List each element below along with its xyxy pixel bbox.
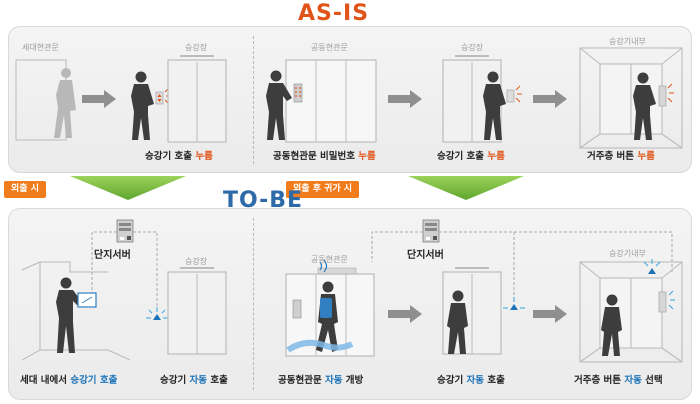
person-dark-icon xyxy=(601,294,622,356)
caption-tobe-2: 승강기 자동 호출 xyxy=(160,375,228,386)
person-dark-icon xyxy=(633,72,656,140)
floor-panel-icon xyxy=(658,85,667,107)
arrow-right-icon xyxy=(82,90,116,108)
motion-path-icon xyxy=(286,339,354,353)
tobe-title: TO-BE xyxy=(223,188,304,213)
tag-return: 외출 후 귀가 시 xyxy=(286,181,360,198)
label-tobe-common-door: 공동현관문 xyxy=(311,255,348,264)
server-icon xyxy=(422,219,440,243)
person-dark-icon xyxy=(483,71,506,140)
elevator-cabin-icon xyxy=(579,261,683,363)
arrow-right-icon xyxy=(388,90,422,108)
arrow-right-icon xyxy=(533,305,567,323)
caption-tobe-3: 공동현관문 자동 개방 xyxy=(278,375,364,386)
asis-title: AS-IS xyxy=(298,1,370,26)
network-line xyxy=(371,231,673,302)
call-button-icon xyxy=(155,91,164,105)
floor-panel-icon xyxy=(658,291,667,313)
person-dark-icon xyxy=(266,70,292,140)
network-line xyxy=(91,231,158,312)
person-dark-icon xyxy=(56,277,82,353)
person-dark-icon xyxy=(131,71,154,140)
caption-tobe-1: 세대 내에서 승강기 호출 xyxy=(20,375,118,386)
down-arrow-icon xyxy=(70,176,186,200)
caption-asis-1: 승강기 호출 누름 xyxy=(145,151,213,162)
label-cabin: 승강기내부 xyxy=(609,37,646,46)
signal-icon xyxy=(643,259,675,310)
caption-asis-4: 거주층 버튼 누름 xyxy=(587,151,655,162)
arrow-right-icon xyxy=(388,305,422,323)
server-label-left: 단지서버 xyxy=(94,250,131,261)
signal-icon xyxy=(146,307,168,319)
down-arrow-icon xyxy=(408,176,524,200)
caption-tobe-4: 승강기 자동 호출 xyxy=(437,375,505,386)
label-hall-1: 승강장 xyxy=(185,43,208,52)
asis-divider xyxy=(253,36,254,164)
backpack-icon xyxy=(320,298,332,318)
wifi-icon xyxy=(319,259,328,273)
room-outline xyxy=(21,261,131,361)
label-unit-door: 세대현관문 xyxy=(22,43,59,52)
caption-tobe-5: 거주층 버튼 자동 선택 xyxy=(574,375,663,386)
signal-icon xyxy=(503,297,525,309)
call-button-icon xyxy=(506,89,515,103)
label-tobe-hall: 승강장 xyxy=(185,257,208,266)
caption-asis-2: 공동현관문 비밀번호 누름 xyxy=(273,151,376,162)
label-tobe-cabin: 승강기내부 xyxy=(609,249,646,258)
tobe-divider xyxy=(253,218,254,390)
label-common-door: 공동현관문 xyxy=(311,43,348,52)
keypad-icon xyxy=(293,83,303,103)
caption-asis-3: 승강기 호출 누름 xyxy=(437,151,505,162)
person-light-icon xyxy=(54,68,76,138)
arrow-right-icon xyxy=(533,90,567,108)
person-dark-icon xyxy=(447,290,468,354)
server-icon xyxy=(116,219,134,243)
keypad-icon xyxy=(292,299,302,319)
tag-outing: 외출 시 xyxy=(4,181,46,198)
label-hall-2: 승강장 xyxy=(461,43,484,52)
server-label-right: 단지서버 xyxy=(407,250,444,261)
